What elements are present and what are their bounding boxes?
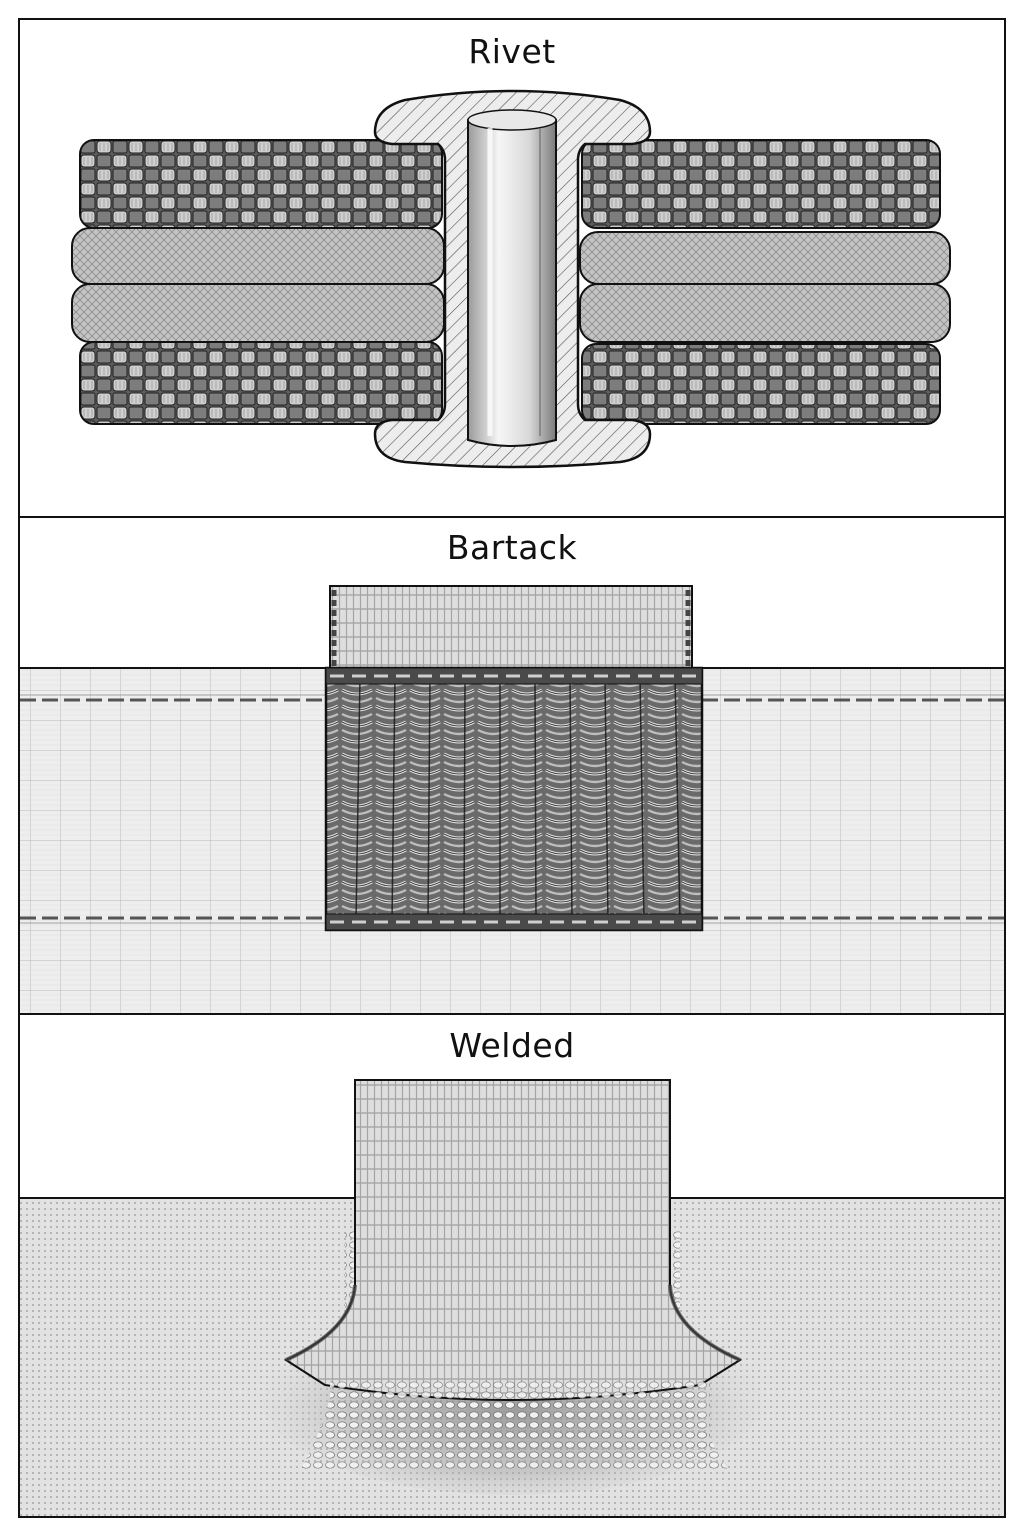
panel-title-bartack: Bartack: [446, 528, 578, 567]
bartack-illustration: [20, 585, 1004, 1013]
rivet-illustration: [71, 89, 951, 469]
welded-illustration: [20, 1079, 1004, 1516]
panel-title-rivet: Rivet: [468, 32, 556, 71]
panel-title-welded: Welded: [449, 1026, 575, 1065]
figure-border: [18, 18, 1006, 1518]
